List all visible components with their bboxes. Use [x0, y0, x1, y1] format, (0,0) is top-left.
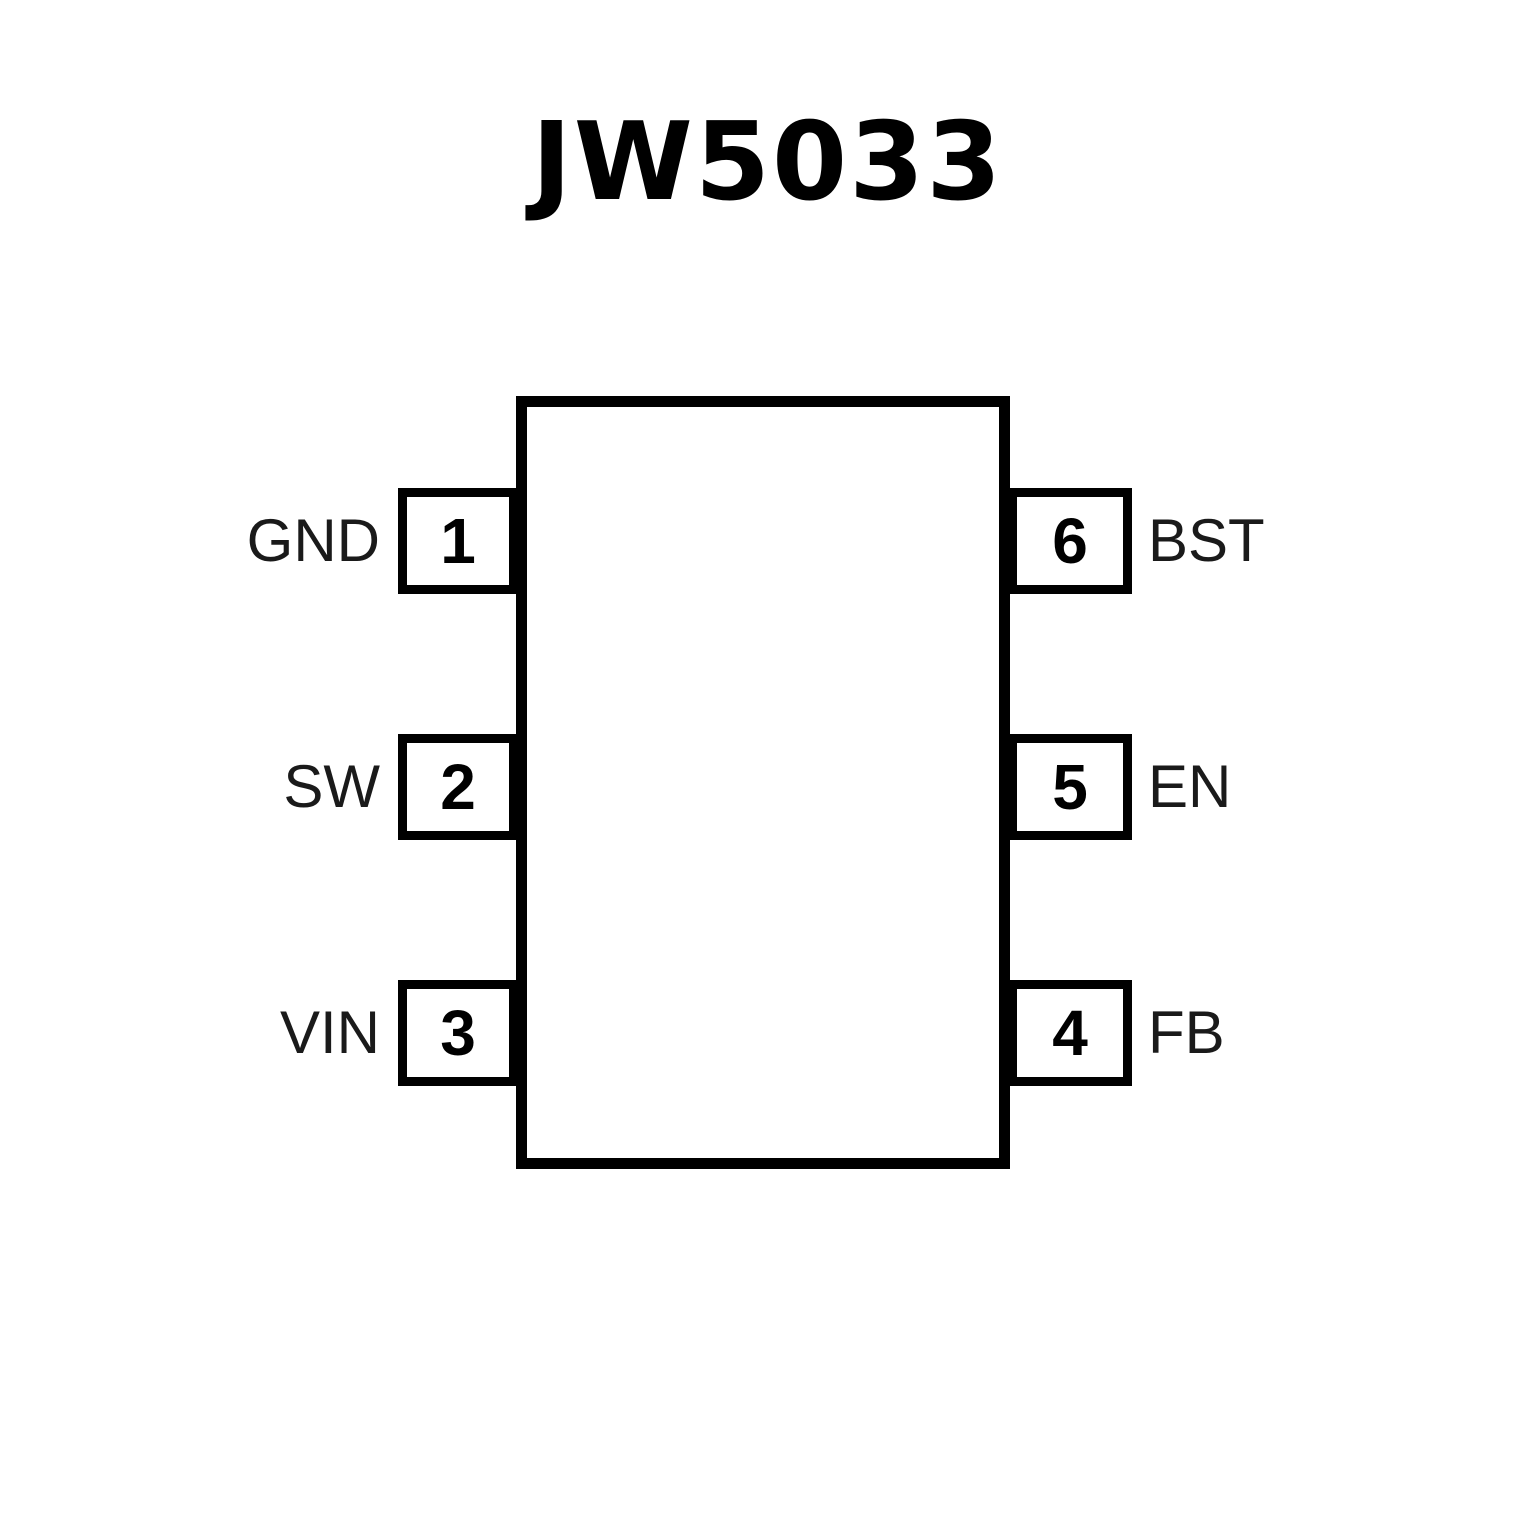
pin-label-gnd: GND [246, 507, 380, 574]
chip-body [516, 396, 1010, 1169]
pin-number-3: 3 [440, 997, 476, 1069]
pin-box-2: 2 [398, 734, 518, 840]
page-title: JW5033 [531, 100, 1004, 225]
pin-box-4: 4 [1008, 980, 1132, 1086]
pin-box-5: 5 [1008, 734, 1132, 840]
pin-number-5: 5 [1052, 751, 1088, 823]
pin-label-sw: SW [283, 753, 380, 820]
pin-box-1: 1 [398, 488, 518, 594]
pin-number-2: 2 [440, 751, 476, 823]
pin-number-4: 4 [1052, 997, 1088, 1069]
pin-label-vin: VIN [279, 999, 380, 1066]
pin-label-fb: FB [1148, 999, 1225, 1066]
pin-number-6: 6 [1052, 505, 1088, 577]
pin-number-1: 1 [440, 505, 476, 577]
pin-label-bst: BST [1148, 507, 1265, 574]
pin-box-6: 6 [1008, 488, 1132, 594]
pin-label-en: EN [1148, 753, 1232, 820]
pin-box-3: 3 [398, 980, 518, 1086]
